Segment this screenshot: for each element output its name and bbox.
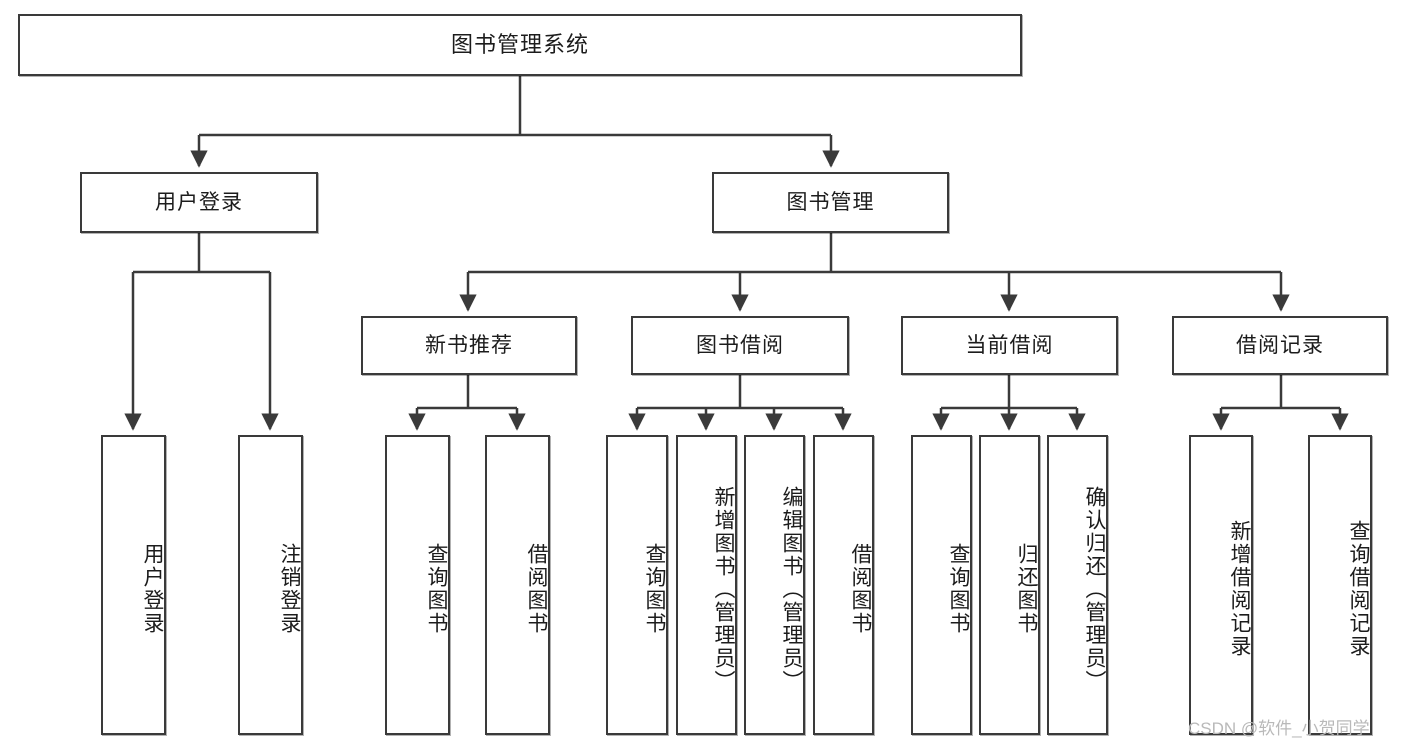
leaf-borrow-book-2-label: 借阅图书 [849, 543, 872, 635]
leaf-query-record-label: 查询借阅记录 [1347, 520, 1370, 658]
leaf-add-record-label: 新增借阅记录 [1228, 520, 1251, 658]
leaf-query-book-1[interactable]: 查询图书 [385, 435, 450, 735]
leaf-confirm-return[interactable]: 确认归还（管理员） [1047, 435, 1108, 735]
leaf-user-login-label: 用户登录 [141, 543, 164, 635]
leaf-edit-book-label: 编辑图书（管理员） [780, 485, 803, 693]
leaf-user-login[interactable]: 用户登录 [101, 435, 166, 735]
node-new-book-recommend-label: 新书推荐 [425, 333, 513, 357]
leaf-add-book-label: 新增图书（管理员） [712, 485, 735, 693]
csdn-watermark: CSDN @软件_小贺同学 [1188, 719, 1370, 738]
leaf-add-record[interactable]: 新增借阅记录 [1189, 435, 1253, 735]
leaf-query-record[interactable]: 查询借阅记录 [1308, 435, 1372, 735]
leaf-user-logout[interactable]: 注销登录 [238, 435, 303, 735]
node-book-borrow[interactable]: 图书借阅 [631, 316, 849, 375]
leaf-query-book-1-label: 查询图书 [425, 543, 448, 635]
node-user-login[interactable]: 用户登录 [80, 172, 318, 233]
node-user-login-label: 用户登录 [155, 190, 243, 214]
node-root-label: 图书管理系统 [450, 31, 589, 57]
node-book-manage-label: 图书管理 [786, 190, 875, 214]
leaf-edit-book[interactable]: 编辑图书（管理员） [744, 435, 805, 735]
leaf-borrow-book-1[interactable]: 借阅图书 [485, 435, 550, 735]
leaf-return-book[interactable]: 归还图书 [979, 435, 1040, 735]
node-book-borrow-label: 图书借阅 [696, 333, 784, 357]
node-current-borrow-label: 当前借阅 [965, 333, 1054, 357]
node-new-book-recommend[interactable]: 新书推荐 [361, 316, 577, 375]
leaf-query-book-3-label: 查询图书 [947, 543, 970, 635]
leaf-user-logout-label: 注销登录 [278, 543, 301, 635]
leaf-return-book-label: 归还图书 [1015, 543, 1038, 635]
leaf-query-book-2[interactable]: 查询图书 [606, 435, 668, 735]
leaf-query-book-2-label: 查询图书 [643, 543, 666, 635]
node-book-manage[interactable]: 图书管理 [712, 172, 949, 233]
leaf-borrow-book-1-label: 借阅图书 [525, 543, 548, 635]
node-borrow-record-label: 借阅记录 [1236, 333, 1324, 357]
leaf-query-book-3[interactable]: 查询图书 [911, 435, 972, 735]
leaf-borrow-book-2[interactable]: 借阅图书 [813, 435, 874, 735]
node-current-borrow[interactable]: 当前借阅 [901, 316, 1118, 375]
node-root[interactable]: 图书管理系统 [18, 14, 1022, 76]
node-borrow-record[interactable]: 借阅记录 [1172, 316, 1388, 375]
leaf-add-book[interactable]: 新增图书（管理员） [676, 435, 737, 735]
leaf-confirm-return-label: 确认归还（管理员） [1083, 485, 1106, 693]
